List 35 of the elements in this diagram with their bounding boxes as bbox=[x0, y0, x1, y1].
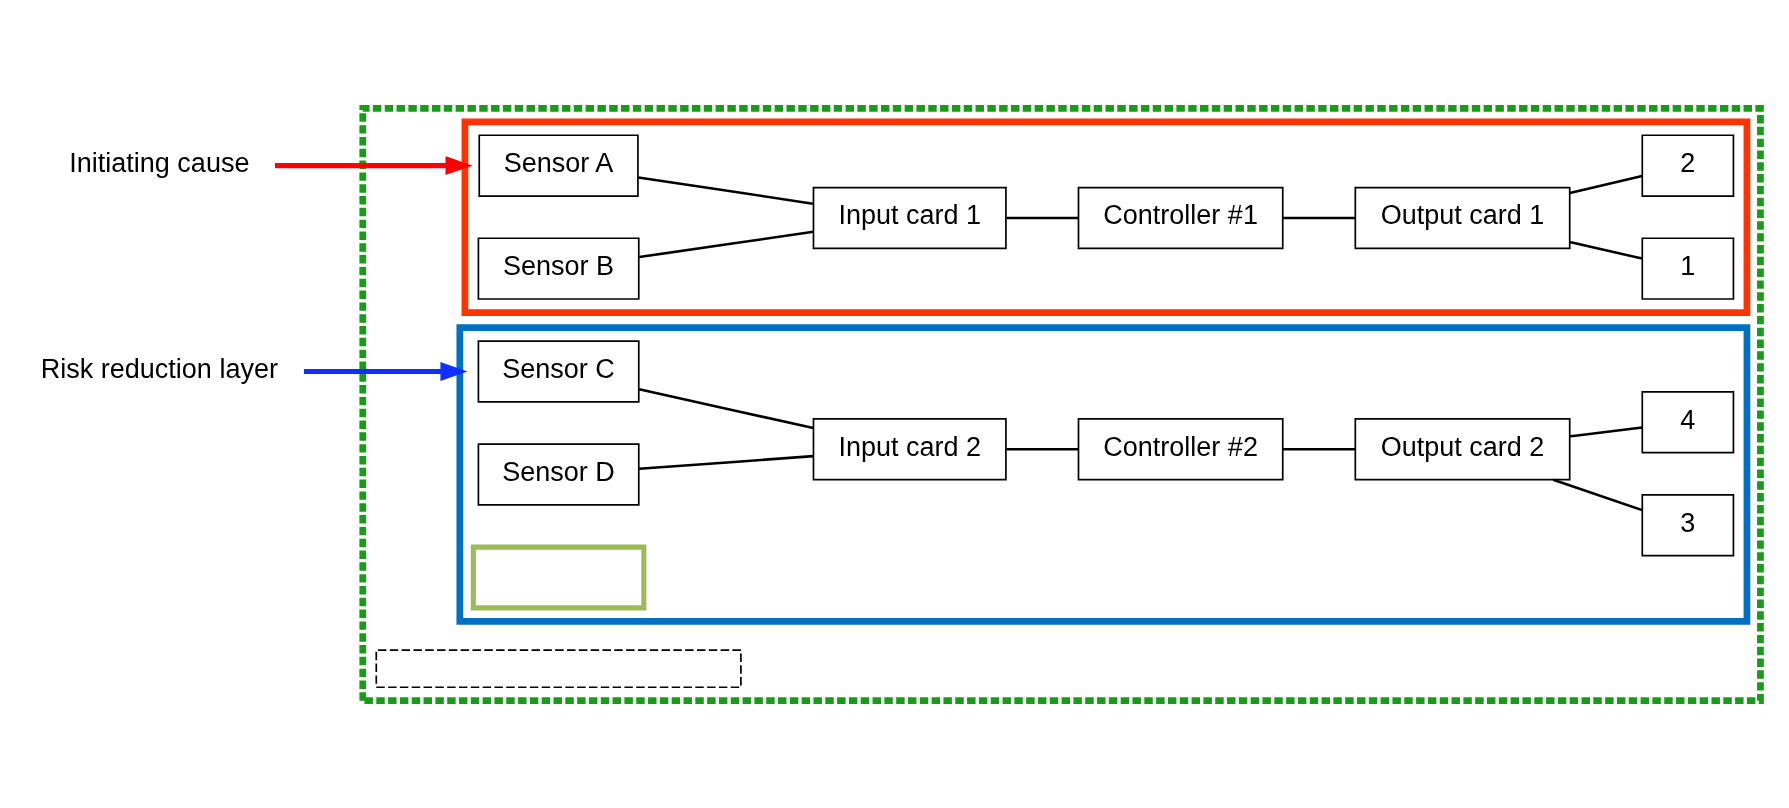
node-box: 1 bbox=[1641, 236, 1735, 300]
node-box: Sensor D bbox=[477, 442, 640, 506]
cluster bbox=[359, 104, 1764, 704]
node-box: 3 bbox=[1641, 493, 1735, 556]
connector bbox=[1569, 174, 1643, 194]
node-box: Sensor C bbox=[477, 339, 640, 403]
connector bbox=[1282, 216, 1356, 219]
node-box: Controller #2 bbox=[1077, 417, 1284, 480]
node-box bbox=[375, 648, 742, 688]
connector bbox=[1569, 240, 1643, 260]
arrow bbox=[275, 155, 473, 175]
node-box: 2 bbox=[1641, 133, 1735, 197]
node-box: Input card 2 bbox=[812, 417, 1007, 480]
cluster bbox=[456, 323, 1751, 625]
connector bbox=[1006, 447, 1079, 450]
arrow bbox=[303, 361, 468, 381]
connector bbox=[639, 454, 814, 470]
node-box: Input card 1 bbox=[812, 186, 1007, 249]
node-box bbox=[470, 544, 647, 610]
node-text: Initiating cause bbox=[69, 147, 250, 178]
node-box: 4 bbox=[1641, 390, 1735, 453]
connector bbox=[1552, 478, 1643, 511]
cluster bbox=[461, 117, 1751, 316]
node-box: Sensor B bbox=[477, 236, 640, 300]
connector bbox=[1569, 425, 1643, 438]
connector bbox=[638, 387, 814, 429]
node-text: Risk reduction layer bbox=[40, 353, 278, 384]
connector bbox=[1006, 216, 1079, 219]
node-box: Controller #1 bbox=[1077, 186, 1284, 249]
node-box: Sensor A bbox=[478, 133, 639, 197]
node-box: Output card 2 bbox=[1354, 417, 1571, 480]
connector bbox=[1282, 447, 1356, 450]
connector bbox=[638, 175, 814, 205]
node-box: Output card 1 bbox=[1354, 186, 1571, 249]
connector bbox=[639, 230, 814, 258]
